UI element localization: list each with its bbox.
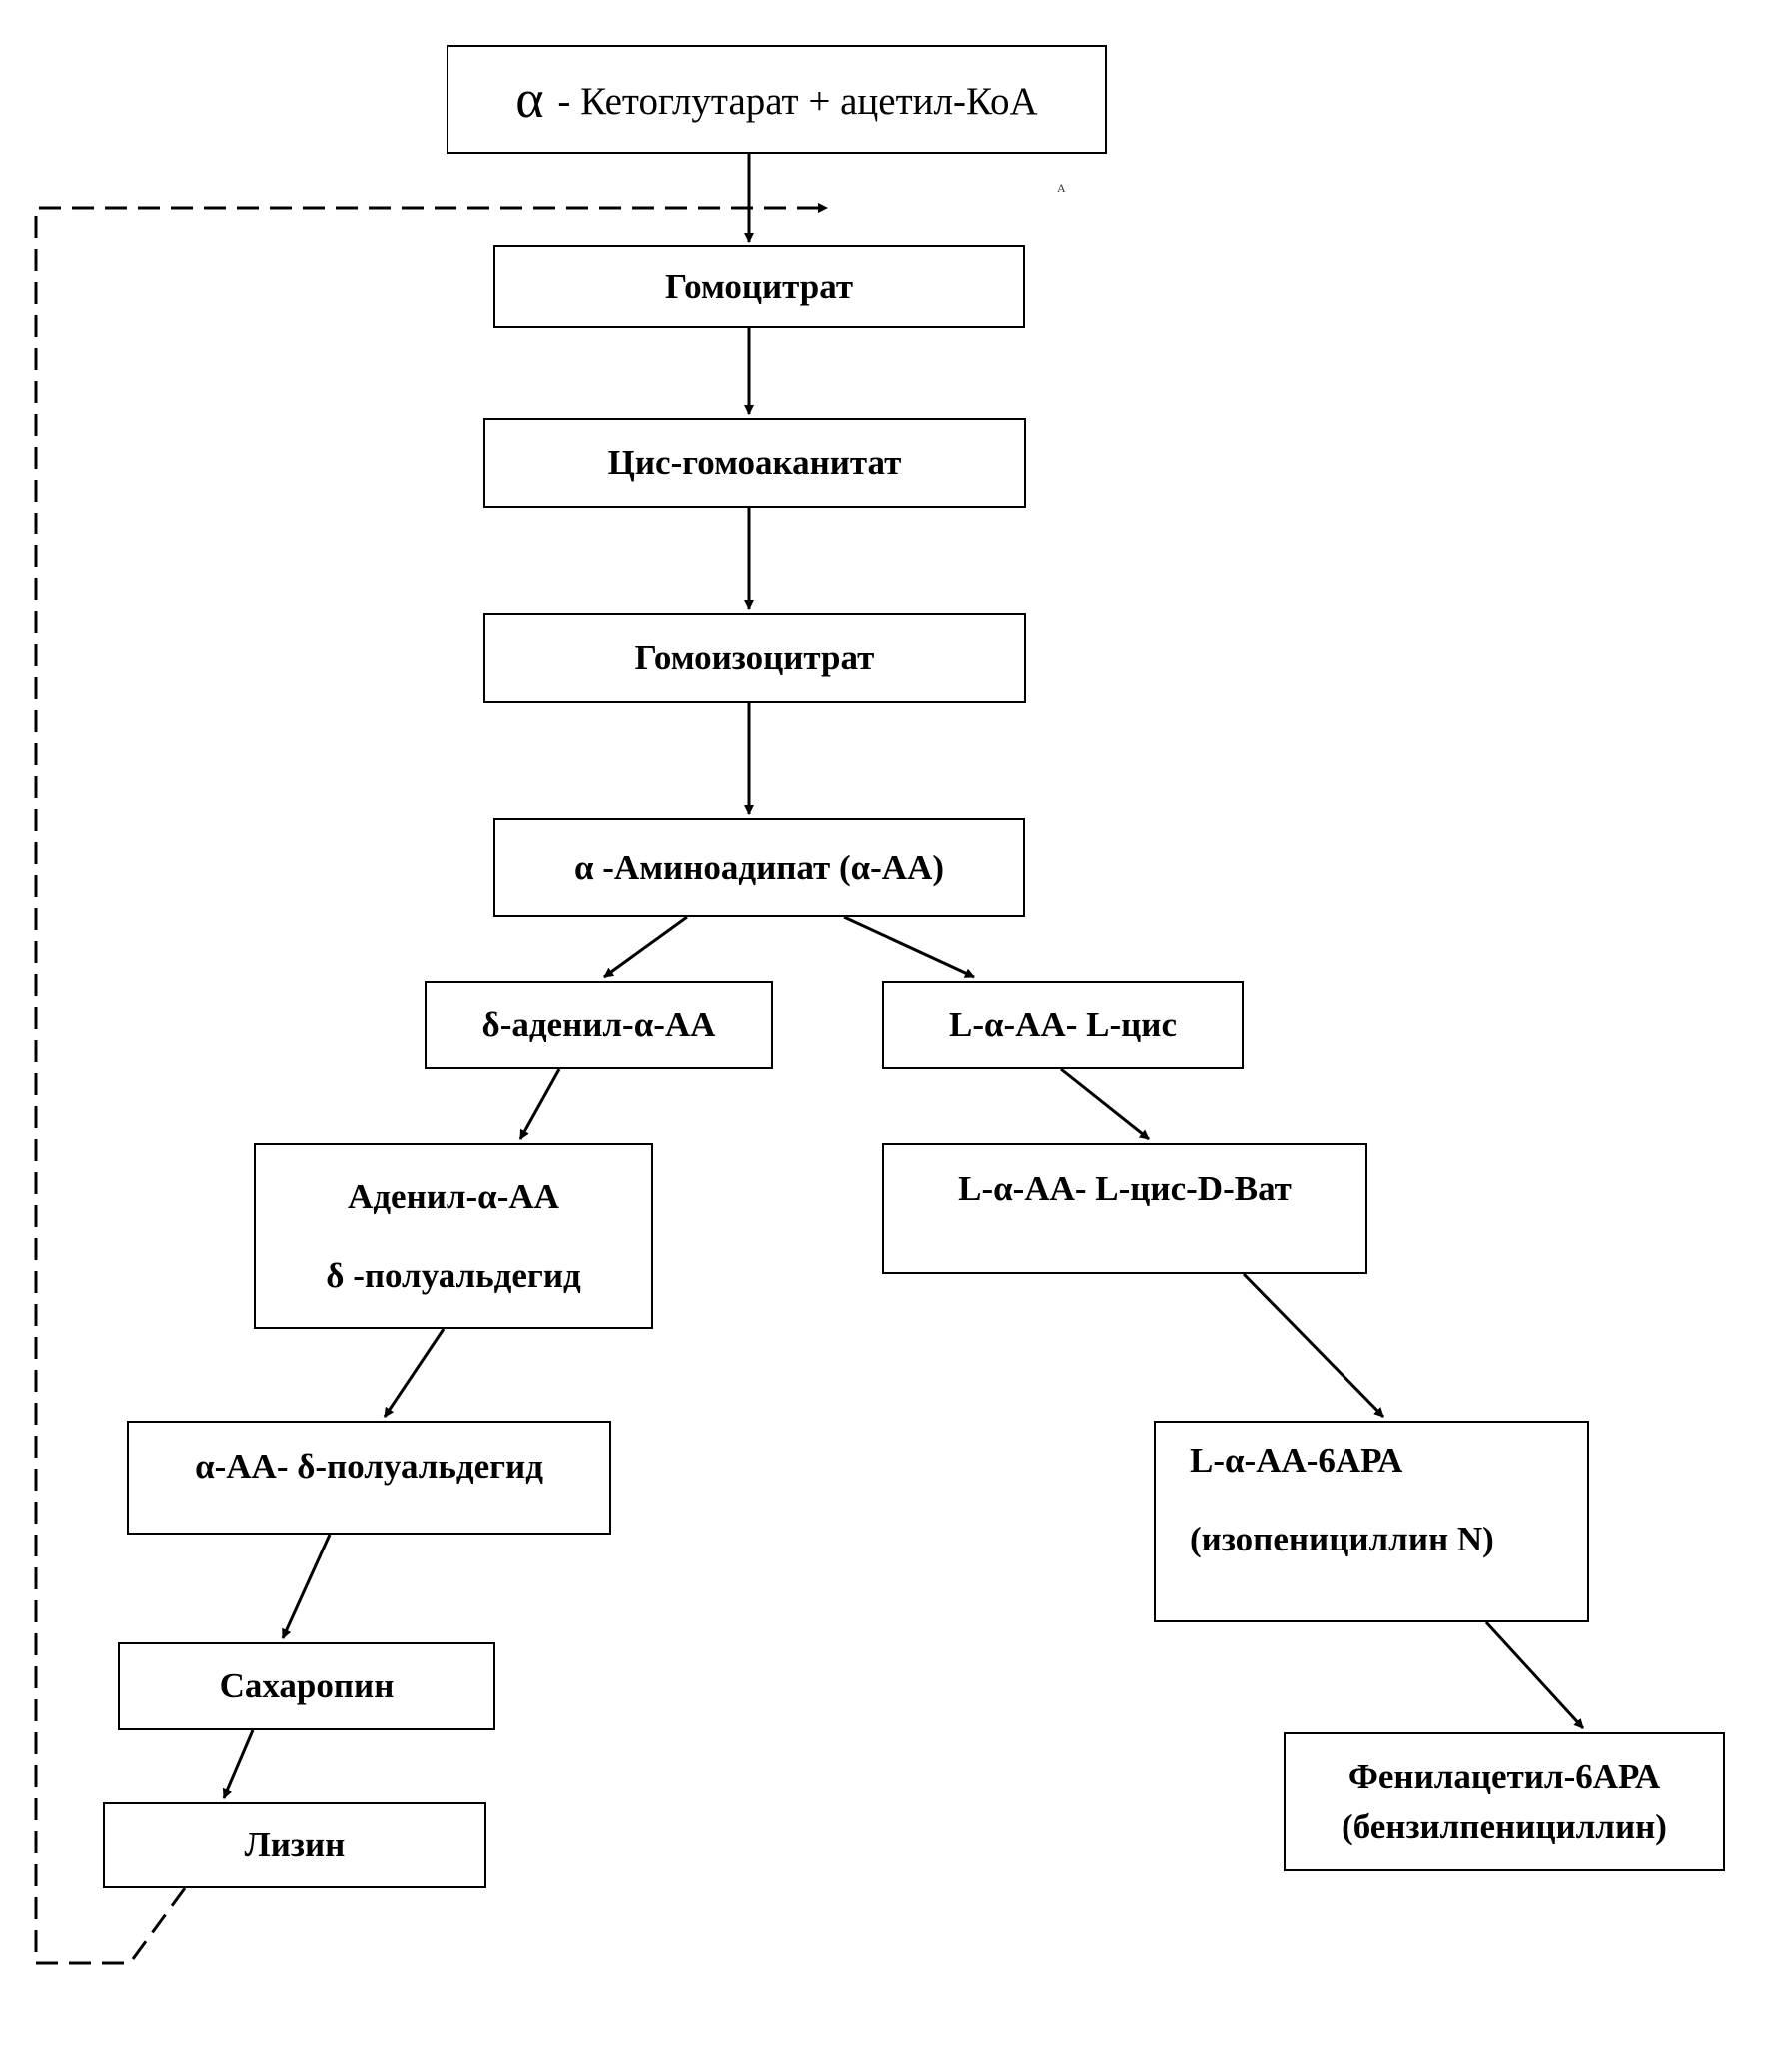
saccharopine-label: Сахаропин	[219, 1666, 395, 1706]
aminoadipate-label: α -Аминоадипат (α-АА)	[573, 847, 944, 887]
node-saccharopine: Сахаропин	[118, 1642, 495, 1730]
node-homoisocitrate: Гомоизоцитрат	[483, 613, 1026, 703]
l-aa-cys-label: L-α-АА- L-цис	[948, 1005, 1177, 1045]
arrow-adenyl-aa-to-adenyl-semialdehyde	[518, 1068, 561, 1140]
adenyl-semialdehyde-line1: Аденил-α-АА	[348, 1176, 559, 1216]
stray-mark: А	[1057, 181, 1066, 195]
arrow-aa-semialdehyde-to-saccharopine	[281, 1534, 332, 1639]
aa-semialdehyde-label: α-АА- δ-полуальдегид	[195, 1447, 543, 1486]
node-l-aa-cys: L-α-АА- L-цис	[882, 981, 1244, 1069]
arrow-saccharopine-to-lysine	[222, 1729, 255, 1799]
start-label-text: - Кетоглутарат + ацетил-КоА	[547, 80, 1038, 124]
arrow-aca-cys-val-to-isopenicillin	[1242, 1272, 1385, 1419]
arrow-isopenicillin-to-benzylpenicillin	[1484, 1620, 1585, 1730]
node-aminoadipate: α -Аминоадипат (α-АА)	[493, 818, 1025, 917]
alpha-symbol: α	[515, 69, 544, 130]
node-aa-semialdehyde: α-АА- δ-полуальдегид	[127, 1421, 611, 1535]
lysine-label: Лизин	[244, 1825, 346, 1865]
node-benzylpenicillin: Фенилацетил-6АРА (бензилпенициллин)	[1284, 1732, 1725, 1871]
homoisocitrate-label: Гомоизоцитрат	[634, 638, 875, 678]
node-isopenicillin-n: L-α-АА-6АРА (изопенициллин N)	[1154, 1421, 1589, 1622]
aca-cys-val-label: L-α-АА- L-цис-D-Ват	[958, 1169, 1292, 1208]
isopenicillin-line1: L-α-АА-6АРА	[1190, 1441, 1403, 1480]
arrow-adenyl-semialdehyde-to-aa-semialdehyde	[383, 1328, 446, 1418]
node-cis-homoaconitate: Цис-гомоаканитат	[483, 418, 1026, 508]
adenyl-semialdehyde-line2: δ -полуальдегид	[326, 1256, 581, 1295]
node-start-label: α - Кетоглутарат + ацетил-КоА	[515, 69, 1037, 129]
cis-homoaconitate-label: Цис-гомоаканитат	[607, 443, 902, 483]
adenyl-aa-label: δ-аденил-α-АА	[481, 1005, 716, 1045]
node-adenyl-semialdehyde: Аденил-α-АА δ -полуальдегид	[254, 1143, 653, 1329]
arrow-aminoadipate-to-l-aa-cys	[843, 915, 975, 979]
arrow-aminoadipate-to-adenyl-aa	[603, 915, 688, 979]
node-lysine: Лизин	[103, 1802, 486, 1888]
arrow-l-aa-cys-to-aca-cys-val	[1060, 1067, 1150, 1141]
benzylpenicillin-line2: (бензилпенициллин)	[1342, 1806, 1667, 1846]
node-alpha-ketoglutarate-acetyl-coa: α - Кетоглутарат + ацетил-КоА	[447, 45, 1107, 154]
benzylpenicillin-line1: Фенилацетил-6АРА	[1347, 1757, 1661, 1797]
node-homocitrate: Гомоцитрат	[493, 245, 1025, 328]
homocitrate-label: Гомоцитрат	[664, 266, 854, 306]
node-aa-cys-val: L-α-АА- L-цис-D-Ват	[882, 1143, 1367, 1274]
node-adenyl-aa: δ-аденил-α-АА	[425, 981, 773, 1069]
isopenicillin-line2: (изопенициллин N)	[1190, 1520, 1494, 1559]
